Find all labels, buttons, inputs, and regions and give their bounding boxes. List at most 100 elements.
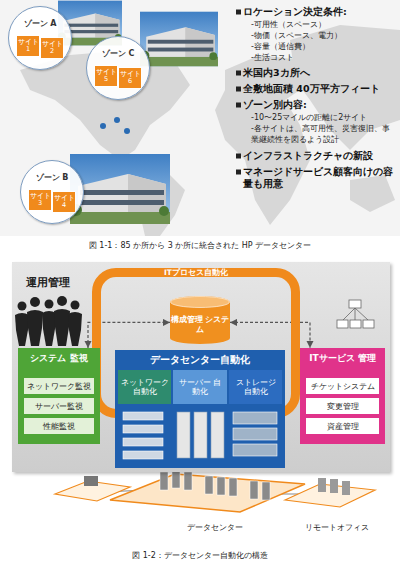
label-text: マネージドサービス顧客向けの容量も用意 [243,166,396,190]
storage-icons [233,412,277,456]
node-text: ストレージ 自動化 [231,378,280,396]
node-text: サーバー監視 [26,402,92,411]
switch-icon [123,438,163,446]
label-text: データセンター [170,522,260,533]
node-text: ゾーン A [9,20,71,29]
node-text: サーバー 自動化 [175,378,225,396]
rack [160,472,168,490]
label-holder: ロケーション決定条件: [243,6,396,18]
function-item: チケットシステム [306,378,379,394]
bullet [236,71,241,76]
site-box: サイト 2 [41,38,63,58]
continent [350,175,395,212]
node-text: サイト 5 [95,69,117,84]
label-text: リモートオフィス [290,522,384,533]
datacenter-platform [110,474,305,512]
storage-icon [233,412,277,424]
rack [250,481,258,499]
icon-box [337,320,348,328]
label-holder: ゾーン別内容: [243,99,396,111]
node-text: 変更管理 [308,402,377,411]
rack [217,477,225,495]
map-ground [0,0,400,236]
server-icon [318,478,326,492]
site-box: サイト 4 [53,192,75,212]
node-text: サイト 2 [41,41,63,56]
label-holder: 全敷地面積 40万平方フィート [243,83,396,95]
site-dot [124,128,130,134]
person-body [15,313,29,346]
function-item: 変更管理 [306,398,379,414]
label-text: -10〜25マイルの距離に2サイト [251,112,396,123]
function-item: ネットワーク監視 [24,378,94,394]
person-head [18,302,27,311]
automation-column: ストレージ 自動化 [229,370,282,404]
database-cylinder: 構成管理 システム [170,296,230,344]
server-icon [177,412,190,458]
label-holder: リモートオフィス [290,522,384,533]
label-holder: 図 1-1：85 か所から 3 か所に統合された HP データセンター [0,240,400,251]
cylinder-body [170,296,230,344]
site-box: サイト 1 [17,36,39,56]
node-text: システム 監視 [18,353,100,364]
label-text: -生活コスト [251,52,396,63]
rack [184,472,192,490]
label-text: -各サイトは、高可用性、災害復旧、事業継続性を図るよう設計 [251,123,396,145]
label-text: 図 1-1：85 か所から 3 か所に統合された HP データセンター [0,240,400,251]
label-holder: インフラストラクチャの新設 [243,150,396,162]
cylinder-top [171,297,230,308]
switch-icon [123,451,163,459]
storage-icon [233,428,277,440]
zone-circle: ゾーン Bサイト 3サイト 4 [20,160,84,224]
label-holder: -容量（通信費） [251,41,396,52]
bullet [236,10,241,15]
label-holder: -物価（スペース、電力） [251,30,396,41]
node-text: 資産管理 [308,422,377,431]
label-holder: -生活コスト [251,52,396,63]
rack [229,478,237,496]
building-photo [140,12,218,67]
node-text: 性能監視 [26,422,92,431]
label-text: 米国内3カ所へ [243,67,396,79]
server-icon [330,479,338,493]
storage-icon [233,444,277,456]
label-holder: データセンター [170,522,260,533]
node-text: ネットワーク監視 [26,382,92,391]
person-head [71,301,80,310]
server-icon [211,412,224,458]
pc-icon [84,476,98,486]
icon-line [343,308,355,320]
node-text: ゾーン B [21,174,83,183]
node-text: データセンター自動化 [115,354,285,365]
server-icon [342,481,350,495]
rack [205,476,213,494]
label-text: 全敷地面積 40万平方フィート [243,83,396,95]
automation-column: サーバー 自動化 [173,370,227,404]
icon-box [349,300,361,308]
automation-column: ネットワーク 自動化 [118,370,171,404]
node-text: チケットシステム [308,382,377,391]
node-text: ゾーン C [87,50,149,59]
label-holder: -10〜25マイルの距離に2サイト [251,112,396,123]
rack [262,482,270,500]
label-text: ロケーション決定条件: [243,6,396,18]
icon-line [355,308,368,320]
label-holder: -各サイトは、高可用性、災害復旧、事業継続性を図るよう設計 [251,123,396,145]
icon-box [350,320,361,328]
node-text: サイト 1 [17,39,39,54]
node-text: ITサービス 管理 [300,353,385,364]
node-text: 構成管理 システム [170,315,230,334]
person-head [45,300,54,309]
servers [318,478,350,495]
people [15,296,82,346]
server-icons [177,412,224,458]
switch-icon [123,425,163,433]
building-photo [70,154,170,224]
label-holder: 図 1-2：データセンター自動化の構造 [0,550,400,561]
device-icons [115,350,285,468]
label-holder: マネージドサービス顧客向けの容量も用意 [243,166,396,190]
person-head [57,296,67,306]
racks [160,470,270,500]
figure-caption: 図 1-2：データセンター自動化の構造 [0,550,400,561]
